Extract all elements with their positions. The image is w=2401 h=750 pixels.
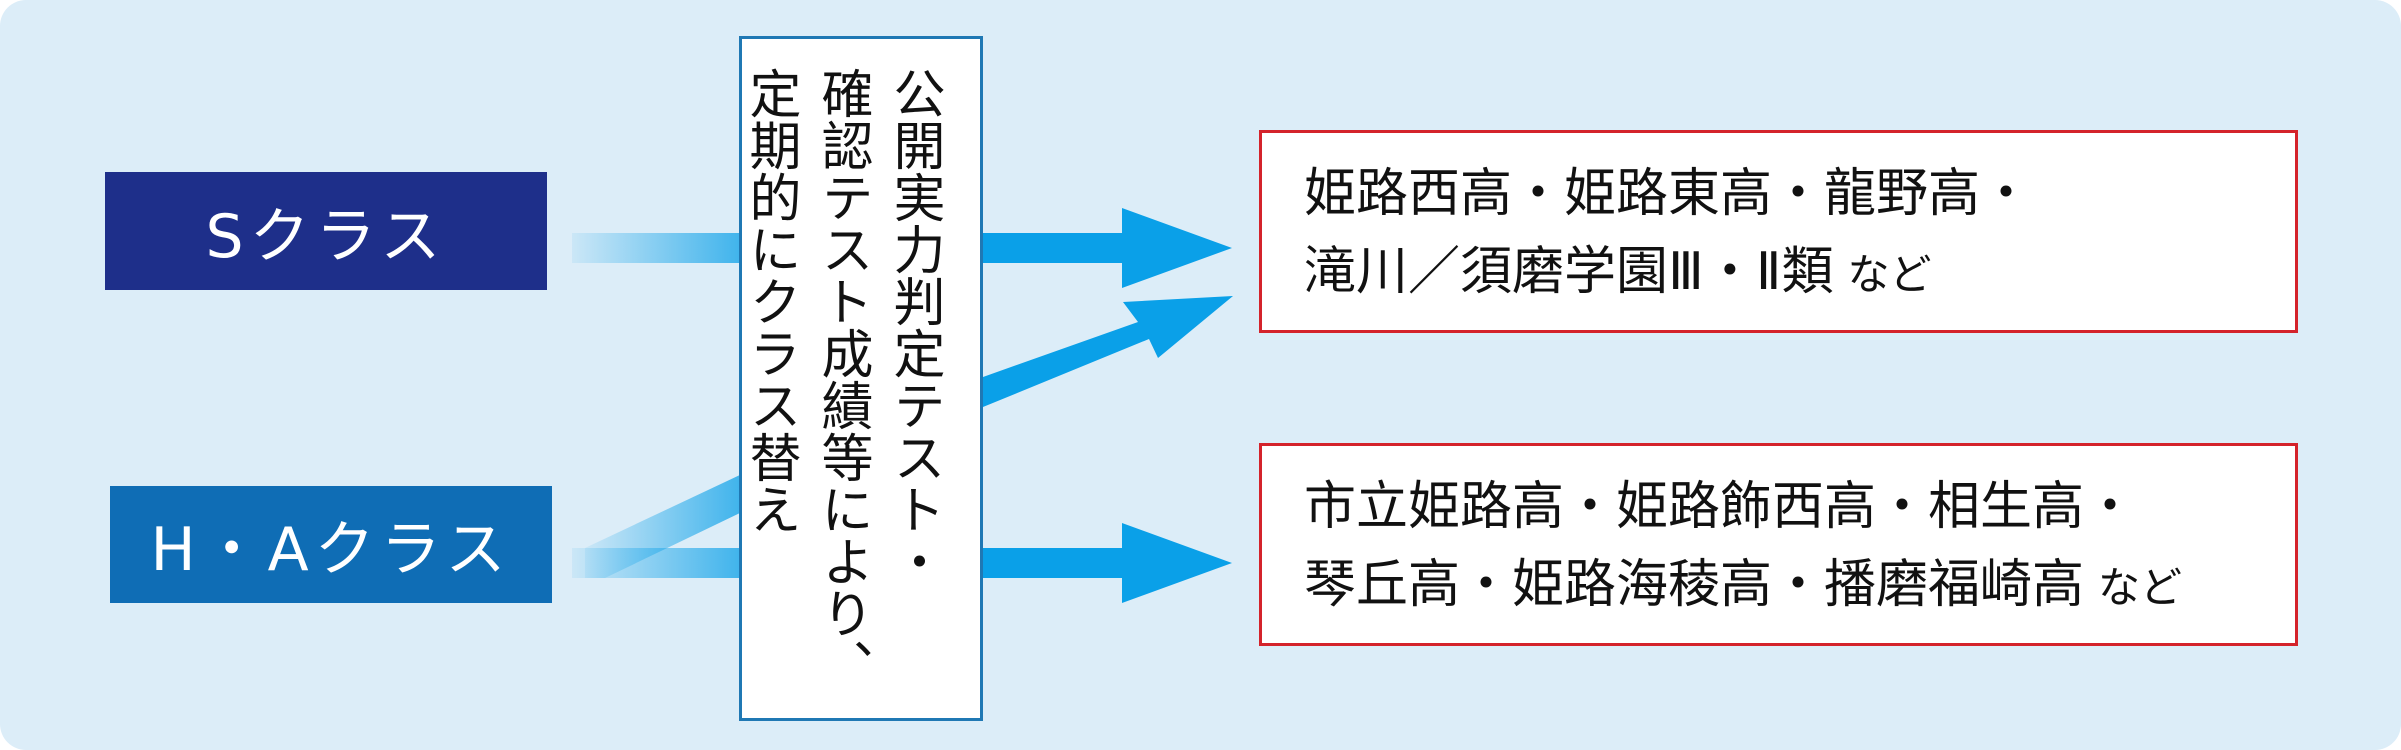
top-destination-box: 姫路西高・姫路東高・龍野高・ 滝川／須磨学園Ⅲ・Ⅱ類など <box>1259 130 2298 333</box>
class-change-text: 公開実力判定テスト・ 確認テスト成績等により、 定期的にクラス替え <box>740 67 944 691</box>
s-class-box: Sクラス <box>105 172 547 290</box>
s-class-label: Sクラス <box>205 201 447 272</box>
ha-to-top-arrow <box>983 296 1233 407</box>
top-destination-line-1: 姫路西高・姫路東高・龍野高・ <box>1304 164 2033 224</box>
ha-class-label: H・Aクラス <box>150 515 512 585</box>
bottom-destination-line-1: 市立姫路高・姫路飾西高・相生高・ <box>1304 477 2137 537</box>
top-destination-suffix: など <box>1847 250 1932 299</box>
bottom-destination-suffix: など <box>2098 563 2183 612</box>
s-to-top-arrow <box>983 208 1232 288</box>
s-arrow-tail <box>572 233 742 263</box>
ha-to-bottom-arrow <box>983 523 1232 603</box>
ha-diagonal-tail <box>585 474 742 578</box>
bottom-destination-schools: 琴丘高・姫路海稜高・播磨福崎高 <box>1304 555 2085 615</box>
bottom-destination-line-2: 琴丘高・姫路海稜高・播磨福崎高など <box>1304 546 2295 627</box>
top-destination-schools: 滝川／須磨学園Ⅲ・Ⅱ類 <box>1304 242 1834 302</box>
class-change-box: 公開実力判定テスト・ 確認テスト成績等により、 定期的にクラス替え <box>739 36 983 721</box>
top-destination-line-2: 滝川／須磨学園Ⅲ・Ⅱ類など <box>1304 233 2295 314</box>
ha-class-box: H・Aクラス <box>110 486 552 603</box>
bottom-destination-box: 市立姫路高・姫路飾西高・相生高・ 琴丘高・姫路海稜高・播磨福崎高など <box>1259 443 2298 646</box>
